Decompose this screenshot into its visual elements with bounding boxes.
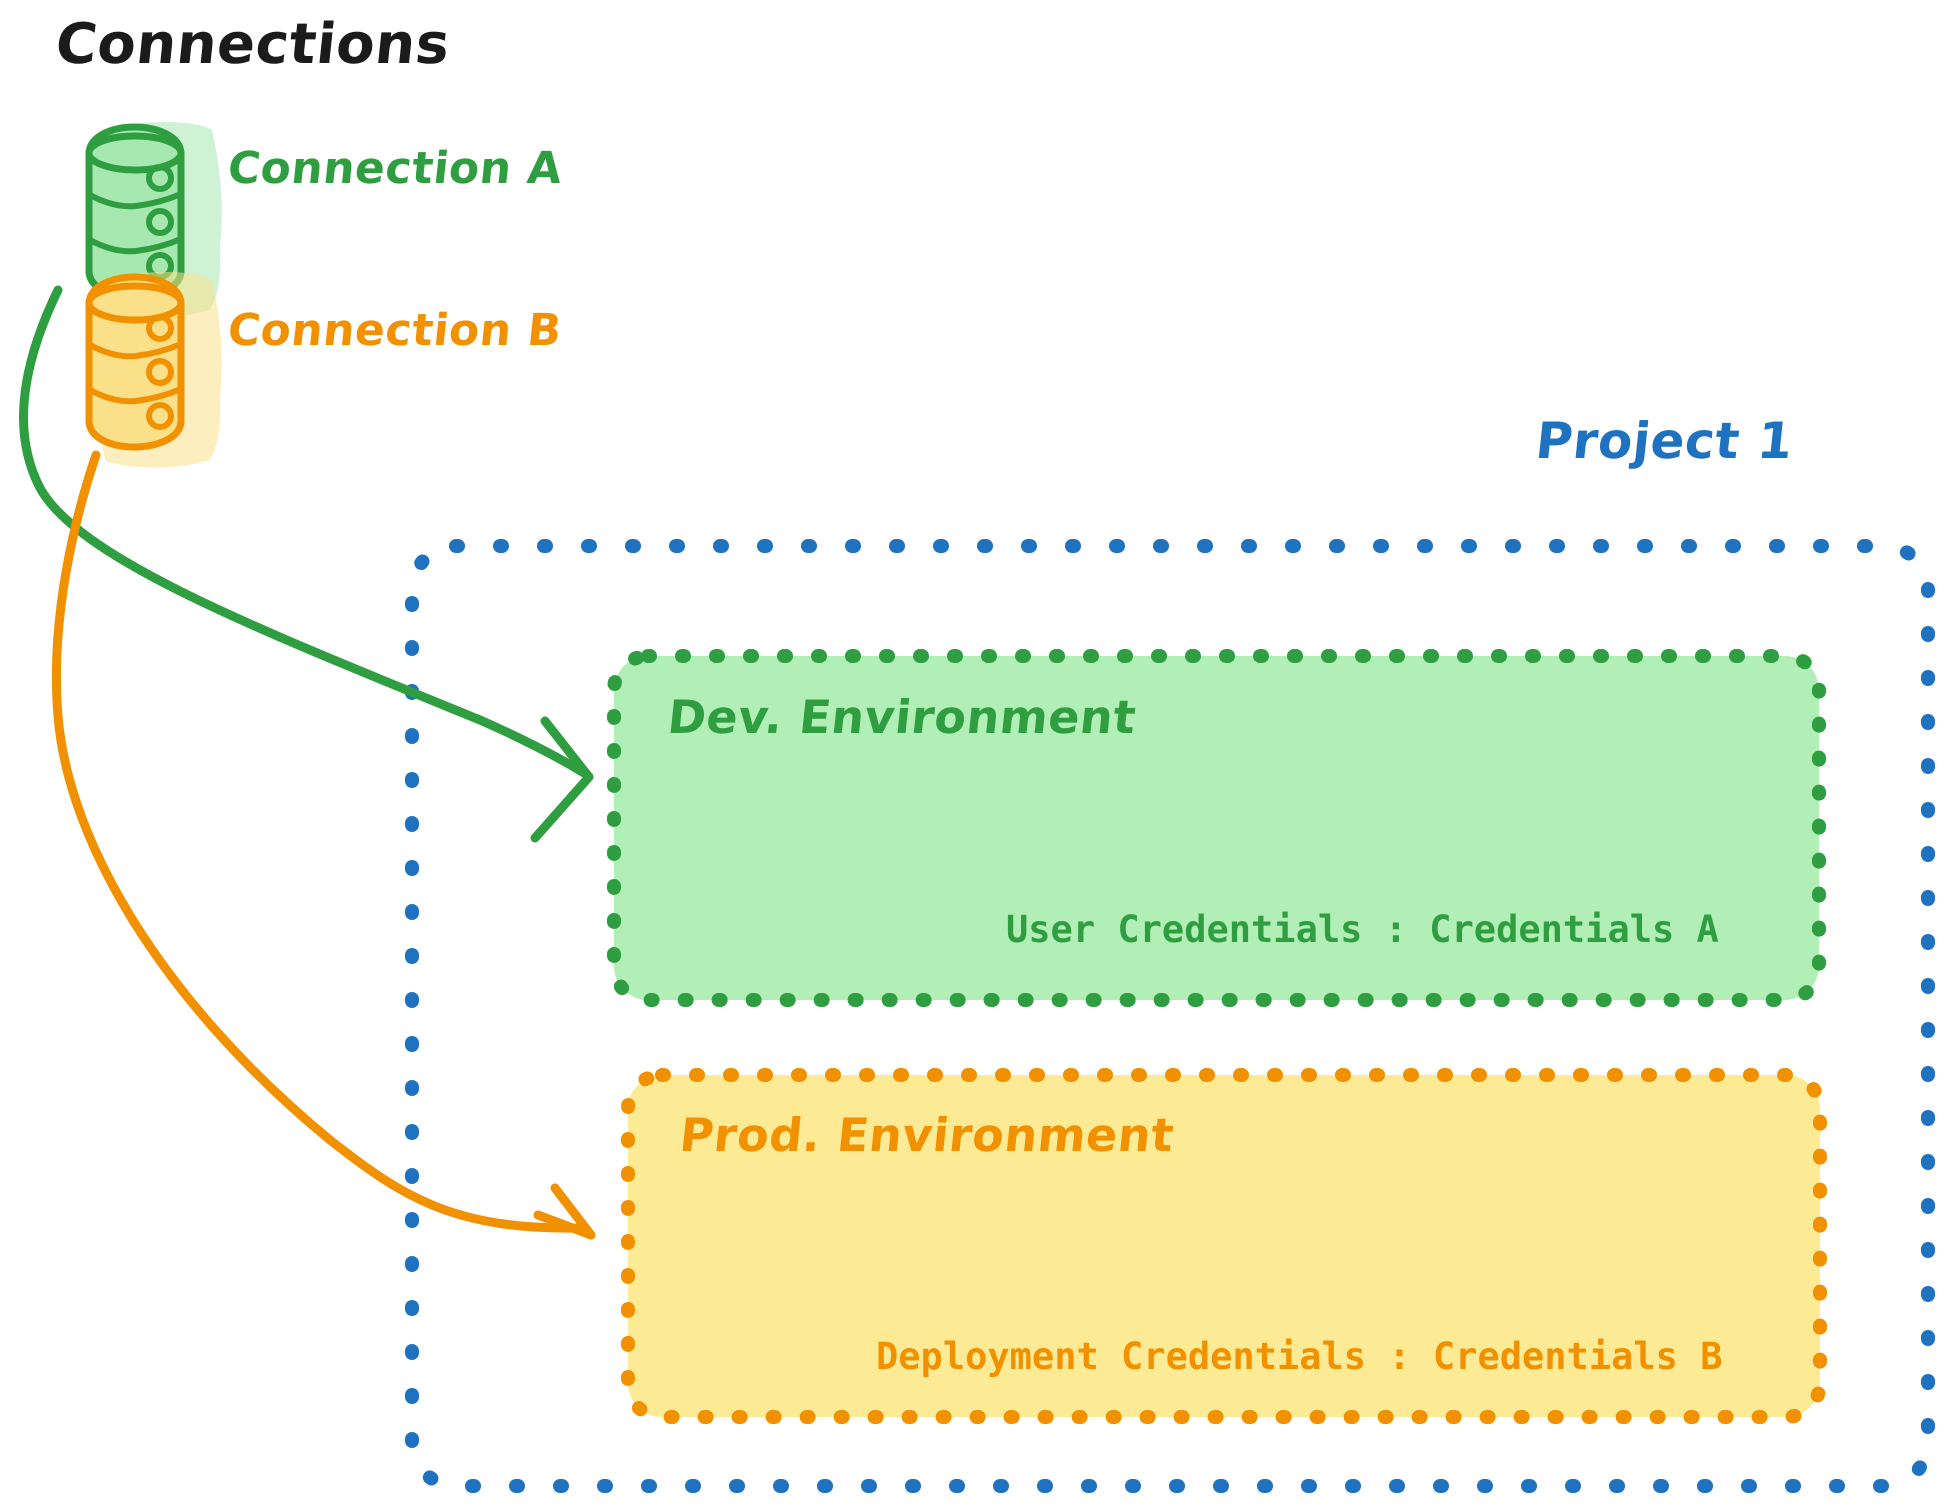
arrow-connection-a-to-dev-environment bbox=[19, 285, 594, 843]
dev-environment-label: Dev. Environment bbox=[665, 690, 1139, 744]
database-icon-connection-a bbox=[85, 122, 222, 318]
dev-environment-credentials: User Credentials : Credentials A bbox=[1006, 908, 1719, 951]
connection-b-label[interactable]: Connection B bbox=[225, 305, 565, 356]
prod-environment-credentials: Deployment Credentials : Credentials B bbox=[876, 1335, 1723, 1378]
project-label: Project 1 bbox=[1532, 412, 1797, 470]
connection-a-label[interactable]: Connection A bbox=[225, 143, 565, 194]
arrow-connection-b-to-prod-environment bbox=[51, 450, 596, 1240]
page-title: Connections bbox=[52, 12, 454, 77]
database-icon-connection-b bbox=[85, 272, 222, 468]
prod-environment-label: Prod. Environment bbox=[677, 1108, 1177, 1162]
